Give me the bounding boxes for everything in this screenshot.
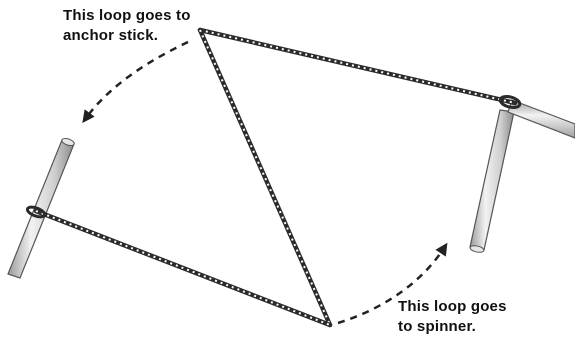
arrow-to-anchor [86,42,188,118]
spinner-loop-label-line1: This loop goes [398,297,507,317]
anchor-loop-label-line2: anchor stick. [63,26,191,46]
spinner-handle [470,110,514,253]
anchor-loop-label-line1: This loop goes to [63,6,191,26]
anchor-stick [8,137,75,278]
spinner-loop-label-line2: to spinner. [398,317,507,337]
spinner-loop-label: This loop goes to spinner. [398,297,507,337]
rope-top [200,30,515,103]
anchor-loop-label: This loop goes to anchor stick. [63,6,191,46]
